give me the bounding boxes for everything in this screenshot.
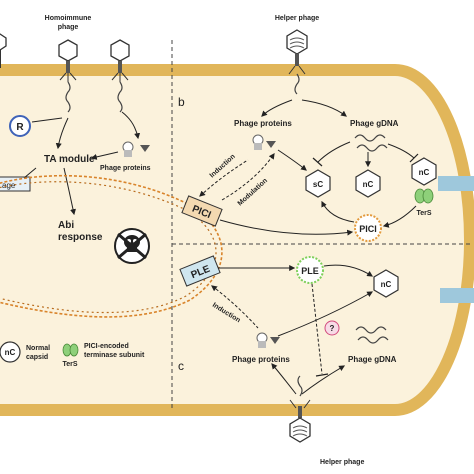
arrow-proteins-to-ta [90,151,119,160]
nc-label-b1: nC [363,180,374,189]
arrow-ta-to-abi [63,167,76,216]
arrow-proteins-to-sc [277,149,307,171]
induction-arrow-c [211,285,259,329]
inhibit-bar-ple [315,373,329,377]
arrow-dna-to-proteins-b [261,99,293,117]
nc-label-c: nC [381,280,392,289]
question-circle [324,320,340,336]
phage-gdna-label-c: Phage gDNA [348,355,397,364]
phage-gdna-label-b: Phage gDNA [350,119,399,128]
homoimmune-phage-icon-1 [58,39,78,82]
question-label: ? [330,324,335,333]
arrow-dna-to-gdna-c [301,365,346,395]
nc-capsid-b1 [355,169,381,198]
nc-label-b2: nC [419,168,430,177]
induction-arrow-b [199,159,249,197]
phage-proteins-label-c: Phage proteins [232,355,290,364]
arrow-dna-to-proteins [121,111,141,140]
phage-proteins-icon-a [122,141,150,157]
injected-dna-2 [117,81,123,113]
panel-c-letter: c [178,359,184,373]
pici-circle-label: PICI [359,224,377,234]
inhibit-bar-sc [312,157,323,167]
membrane-channel-top [438,176,474,191]
arrow-proteins-to-nc-c [277,291,374,337]
pici-circle [354,214,382,242]
gdna-squiggle-b [354,134,388,152]
arrow-ple-to-nc [323,264,374,277]
arrow-dna-to-ta [55,117,69,150]
ters-label-b: TerS [416,210,431,217]
ple-circle-label: PLE [301,266,319,276]
ple-box [179,255,221,287]
sc-label: sC [313,180,323,189]
inhibit-gdna-to-sc [317,141,351,163]
cell-membrane [0,64,474,416]
r-inhibit-line [31,117,63,123]
skull-icon [114,228,150,264]
ta-module-label: TA module [44,154,95,165]
phage-proteins-icon-b [252,134,276,150]
gdna-squiggle-c [355,326,389,344]
legend-ters-label: TerS [62,361,77,368]
chromosome-dna [0,174,223,318]
helper-phage-label-top: Helper phage [275,15,319,22]
arrow-pici-to-sc [321,200,355,223]
phage-proteins-icon-c [256,332,280,348]
legend-nc-label: nC [5,348,16,357]
helper-phage-label-bottom: Helper phage [320,459,364,466]
inhibit-bar-nc2 [409,153,419,163]
nc-capsid-c [373,269,399,298]
ple-circle [296,256,324,284]
stage-inhibit [23,167,37,179]
arrow-dna-to-proteins-c [271,363,297,395]
ters-icon [414,188,434,204]
panel-b-letter: b [178,95,185,109]
membrane-channel-bottom [440,288,474,303]
arrow-ters-to-pici [382,205,417,228]
phage-stage-box [0,176,31,192]
pici-box [181,195,223,227]
phage-stage-label: age [2,181,16,190]
legend-nc-icon [0,341,21,363]
r-protein-circle [9,115,31,137]
arrow-chromosome-to-pici [219,219,354,236]
r-label: R [16,122,24,133]
injected-dna-helper-top [294,73,300,95]
inhibit-ple-dashed [311,283,323,375]
phage-proteins-label-b: Phage proteins [234,119,292,128]
phage-icon-left-edge [0,33,7,68]
inhibit-gdna-to-nc2 [387,143,415,159]
helper-phage-icon-top [286,29,308,75]
nc-capsid-b2 [411,157,437,186]
phage-proteins-label-a: Phage proteins [100,165,151,172]
injected-dna-helper-bottom [297,375,303,397]
injected-dna-1 [65,81,71,113]
legend-ters-icon [62,343,79,357]
arrow-dna-to-gdna-b [301,99,347,117]
homoimmune-phage-icon-2 [110,39,130,82]
sc-capsid [305,169,331,198]
modulation-arrow-b [221,153,275,201]
helper-phage-icon-bottom [289,399,311,443]
